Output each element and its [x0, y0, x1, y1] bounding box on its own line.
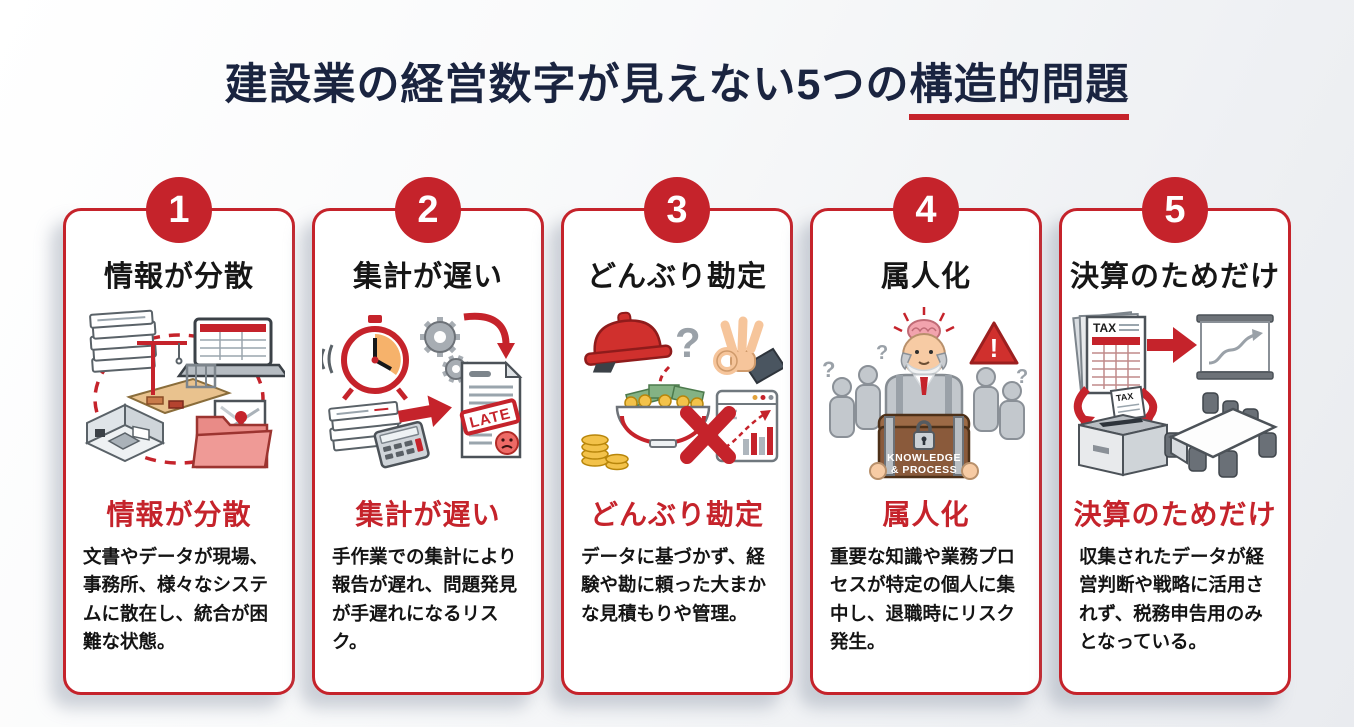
number-badge: 5 [1142, 177, 1208, 244]
tax-filing-only-illustration: TAX [1062, 301, 1288, 489]
filing-box-icon: TAX [1078, 385, 1168, 477]
card-subtitle: 属人化 [882, 499, 970, 531]
card-subtitle: 集計が遅い [355, 499, 501, 531]
problem-card-4: 4 属人化 ? ? ? [810, 177, 1042, 696]
question-mark: ? [822, 357, 835, 382]
scattered-information-illustration [66, 301, 292, 489]
dashed-link-circle [93, 333, 265, 466]
card-heading: 決算のためだけ [1069, 261, 1280, 294]
rough-accounting-illustration: ? [564, 301, 790, 489]
rough-accounting-icon: ? [581, 311, 783, 471]
number-badge: 3 [644, 177, 710, 244]
card-heading: 属人化 [880, 261, 971, 294]
card-description: 収集されたデータが経営判断や戦略に活用されず、税務申告用のみとなっている。 [1079, 546, 1265, 652]
problem-card-5: 5 決算のためだけ TAX [1059, 177, 1291, 696]
tax-filing-only-icon: TAX [1072, 311, 1279, 479]
card-heading: どんぶり勘定 [586, 261, 767, 294]
helmet-icon [584, 311, 673, 373]
thick-arrow-icon [397, 395, 452, 428]
chart-window-icon [715, 390, 779, 463]
dashed-curve [658, 366, 671, 397]
alarm-clock-icon [322, 315, 409, 401]
ok-hand-icon [713, 316, 783, 385]
card-description: 手作業での集計により報告が遅れ、問題発見が手遅れになるリスク。 [332, 546, 518, 652]
chest-label-line2: & PROCESS [891, 464, 957, 476]
slow-aggregation-illustration: LATE [315, 301, 541, 489]
question-mark: ? [876, 342, 888, 364]
svg-text:!: ! [990, 333, 999, 363]
bystander-people-icon: ? ? ? [822, 342, 1028, 441]
coin-stacks-icon [581, 434, 629, 471]
card-subtitle: 情報が分散 [106, 499, 252, 531]
slow-aggregation-icon: LATE [322, 313, 523, 469]
personal-dependency-icon: ? ? ? ! [822, 307, 1028, 481]
map-folder-icon [191, 400, 273, 469]
late-document-icon: LATE [459, 360, 523, 459]
tax-label: TAX [1093, 321, 1116, 335]
card-heading: 集計が遅い [352, 261, 503, 294]
calculator-icon [373, 421, 430, 469]
big-arrow-icon [1147, 327, 1197, 364]
scattered-information-icon [84, 310, 285, 469]
number-badge: 2 [395, 177, 461, 244]
knowledge-chest-icon: KNOWLEDGE & PROCESS [869, 414, 979, 481]
meeting-table-icon [1164, 392, 1279, 479]
card-description: 文書やデータが現場、事務所、様々なシステムに散在し、統合が困難な状態。 [83, 546, 269, 652]
question-mark: ? [675, 319, 701, 366]
title-text: 建設業の経営数字が見えない5つの [224, 61, 910, 109]
projection-screen-icon [1196, 314, 1274, 381]
chest-label-line1: KNOWLEDGE [887, 452, 961, 464]
personal-dependency-illustration: ? ? ? ! [813, 301, 1039, 489]
number-badge: 1 [146, 177, 212, 244]
card-description: データに基づかず、経験や勘に頼った大まかな見積もりや管理。 [581, 546, 767, 624]
card-heading: 情報が分散 [103, 261, 254, 294]
card-subtitle: どんぶり勘定 [589, 499, 764, 531]
problem-card-1: 1 情報が分散 [63, 177, 295, 696]
tax-paper-label: TAX [1115, 391, 1134, 403]
question-mark: ? [1016, 366, 1028, 388]
card-description: 重要な知識や業務プロセスが特定の個人に集中し、退職時にリスク発生。 [830, 546, 1016, 652]
title-underlined-text: 構造的問題 [909, 61, 1130, 121]
card-subtitle: 決算のためだけ [1073, 499, 1277, 531]
construction-site-icon [126, 341, 233, 415]
office-room-icon [84, 403, 166, 463]
problem-card-2: 2 集計が遅い [312, 177, 544, 696]
problem-card-3: 3 どんぶり勘定 ? [561, 177, 793, 696]
paper-stack-icon [89, 310, 157, 374]
curved-arrow-icon [463, 313, 515, 360]
number-badge: 4 [893, 177, 959, 244]
tax-document-stack-icon: TAX [1072, 311, 1147, 395]
laptop-spreadsheet-icon [176, 317, 285, 378]
red-x-icon [680, 406, 736, 465]
poster-title: 建設業の経営数字が見えない5つの構造的問題 [0, 0, 1354, 121]
warning-triangle-icon: ! [969, 321, 1019, 365]
problem-cards: 1 情報が分散 [0, 177, 1354, 696]
